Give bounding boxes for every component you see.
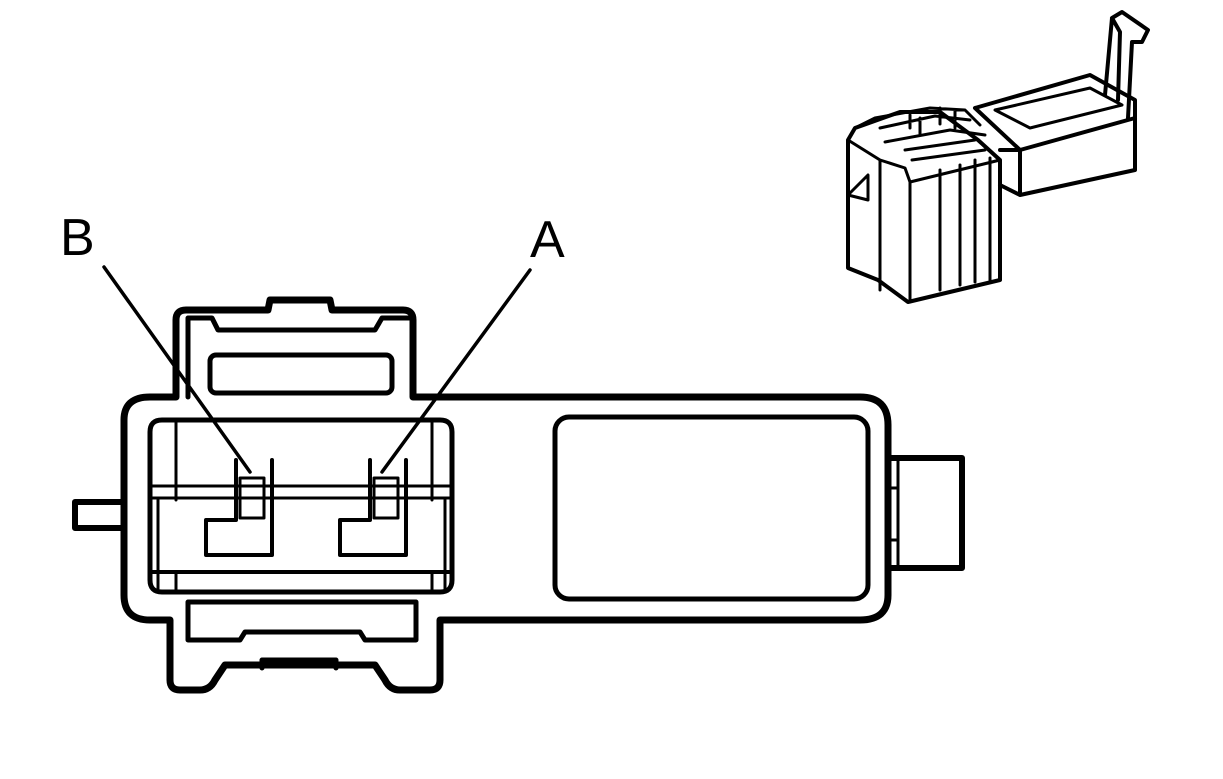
connector-isometric-view	[846, 10, 1150, 304]
callout-label-a: A	[530, 211, 565, 269]
right-tab	[885, 455, 965, 571]
bottom-latch	[185, 599, 419, 643]
iso-hinge-tab	[1103, 10, 1150, 120]
terminal-a	[338, 458, 408, 557]
connector-end-view	[72, 296, 965, 694]
left-stub	[72, 499, 127, 531]
callout-leaders	[102, 265, 532, 474]
leader-line-a	[380, 268, 532, 474]
leader-line-b	[102, 265, 252, 474]
top-latch-outline	[185, 315, 416, 400]
iso-body	[846, 110, 1002, 304]
callout-label-b: B	[60, 209, 95, 267]
latch-window	[207, 352, 395, 396]
side-panel	[552, 414, 871, 602]
terminal-b	[204, 458, 274, 557]
iso-side-box	[973, 73, 1137, 197]
terminal-cavity-frame	[147, 417, 455, 595]
connector-body-outline	[120, 296, 892, 694]
